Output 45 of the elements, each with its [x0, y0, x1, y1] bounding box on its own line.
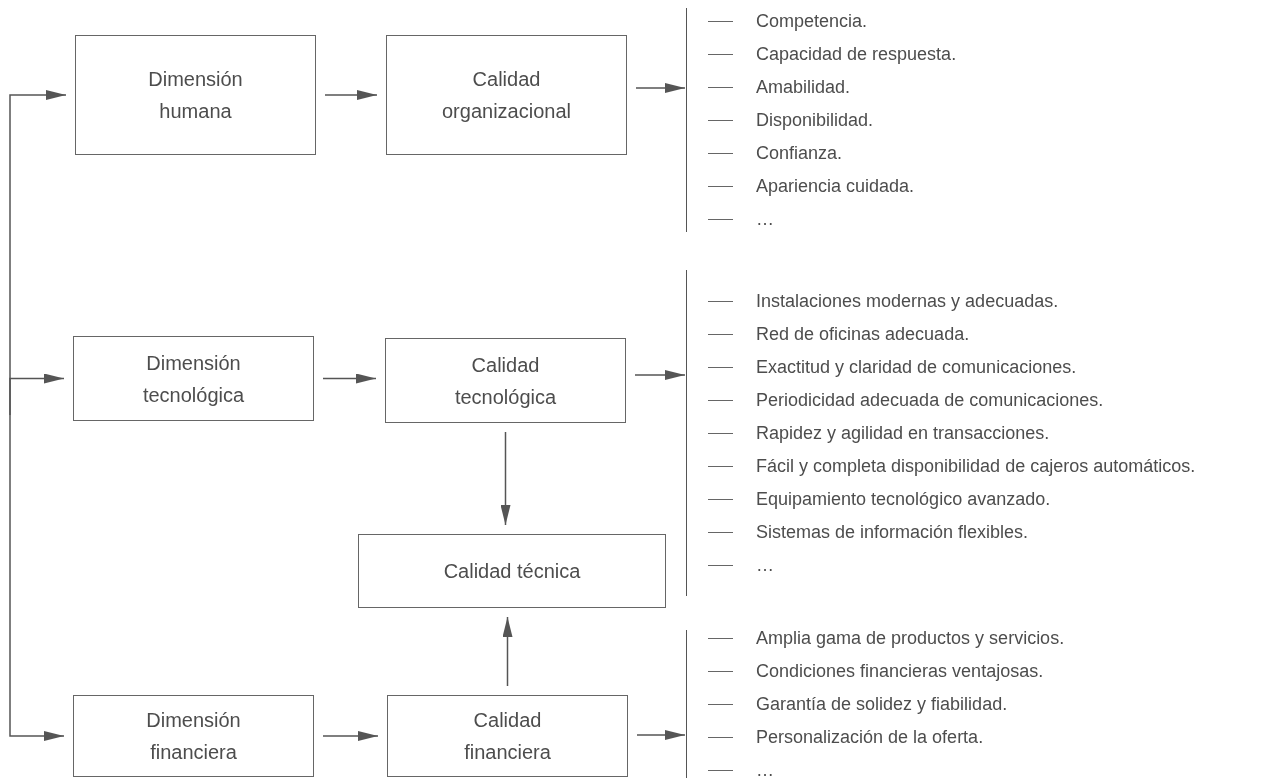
arrow: [636, 730, 686, 740]
list-item: Competencia.: [756, 10, 868, 33]
box-label: Calidad financiera: [463, 708, 552, 765]
list-item: Equipamiento tecnológico avanzado.: [756, 488, 1051, 511]
list-item: …: [756, 759, 774, 778]
arrow: [502, 616, 513, 687]
list-item: Red de oficinas adecuada.: [756, 323, 970, 346]
list-item: Rapidez y agilidad en transacciones.: [756, 422, 1050, 445]
process-box: [358, 534, 666, 608]
list-item: Condiciones financieras ventajosas.: [756, 660, 1044, 683]
arrow: [500, 431, 511, 526]
list-item: …: [756, 208, 774, 231]
arrow: [635, 83, 686, 93]
list-item: Garantía de solidez y fiabilidad.: [756, 693, 1008, 716]
process-box: [386, 35, 627, 155]
list-item: Exactitud y claridad de comunicaciones.: [756, 356, 1077, 379]
list-item: …: [756, 554, 774, 577]
box-label: Calidad técnica: [443, 559, 581, 584]
arrow: [324, 90, 378, 100]
process-box: [387, 695, 628, 777]
arrow: [9, 373, 65, 417]
list-item: Fácil y completa disponibilidad de cajeros automáticos.: [756, 455, 1196, 478]
process-box: [385, 338, 626, 423]
list-item: Amabilidad.: [756, 76, 851, 99]
list-item: Periodicidad adecuada de comunicaciones.: [756, 389, 1104, 412]
list-item: Sistemas de información flexibles.: [756, 521, 1029, 544]
arrow: [9, 414, 65, 741]
box-label: Calidad tecnológica: [453, 352, 558, 410]
list-item: Instalaciones modernas y adecuadas.: [756, 290, 1059, 313]
list-item: Capacidad de respuesta.: [756, 43, 957, 66]
list-item: Disponibilidad.: [756, 109, 874, 132]
list-item: Amplia gama de productos y servicios.: [756, 627, 1065, 650]
arrow: [322, 731, 379, 741]
process-box: [73, 695, 314, 777]
box-label: Dimensión financiera: [145, 708, 242, 765]
arrow: [322, 373, 377, 384]
list-item: Apariencia cuidada.: [756, 175, 915, 198]
arrow: [634, 370, 686, 380]
box-label: Dimensión tecnológica: [141, 350, 246, 408]
box-label: Calidad organizacional: [441, 67, 572, 124]
box-label: Dimensión humana: [147, 67, 244, 124]
process-box: [75, 35, 316, 155]
process-box: [73, 336, 314, 421]
list-item: Confianza.: [756, 142, 843, 165]
list-item: Personalización de la oferta.: [756, 726, 984, 749]
